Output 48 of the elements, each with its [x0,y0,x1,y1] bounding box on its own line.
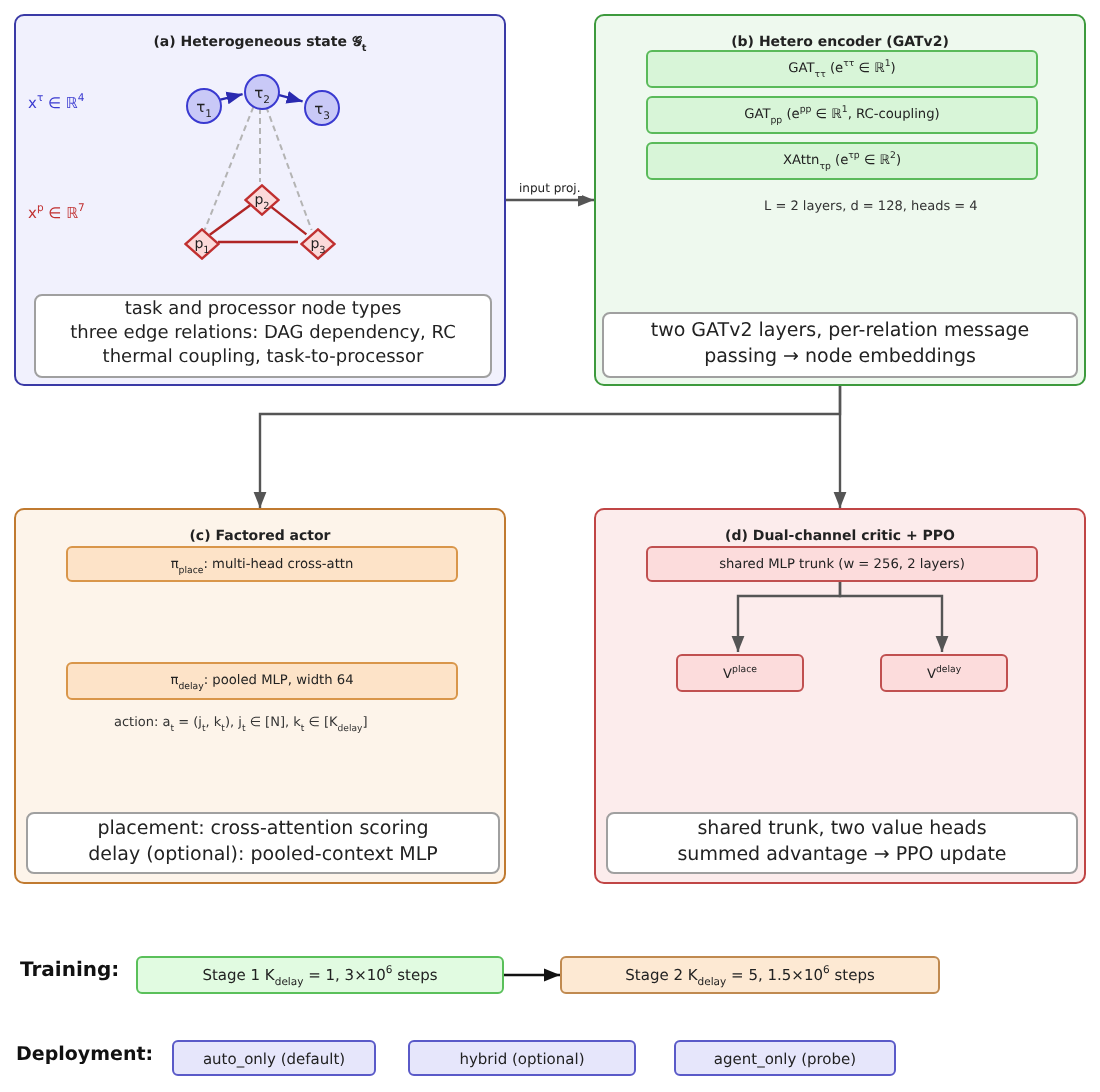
stage-box [136,956,504,994]
summary-text: summed advantage → PPO update [675,843,1009,868]
module-box [66,662,458,700]
row-label: Deployment: [16,1044,154,1066]
module-box [646,142,1038,180]
summary-text: task and processor node types [122,300,404,324]
connector-line [218,240,298,244]
panel [14,508,506,884]
summary-text: three edge relations: DAG dependency, RC thermal coupling, task-to-processor [68,324,458,372]
module-box [646,50,1038,88]
module-box [66,546,458,582]
connector-line [209,204,251,236]
summary-box [34,294,492,378]
module-box [646,96,1038,134]
panel [14,14,506,386]
summary-text: two GATv2 layers, per-relation message passing → node embeddings [648,320,1032,370]
module-box [880,654,1008,692]
arrow [504,968,560,982]
row-label: Training: [20,960,120,982]
summary-box [602,312,1078,378]
mode-box [172,1040,376,1076]
processor-node-diamond [244,184,280,216]
stage-box [560,956,940,994]
task-node-circle [244,74,280,110]
dashed-line [259,107,261,183]
arrow [833,386,847,508]
summary-box [26,812,500,874]
summary-box [606,812,1078,874]
panel [594,14,1086,386]
panel [594,508,1086,884]
connector-line [268,204,308,236]
summary-text: shared trunk, two value heads [695,818,989,843]
arrow [277,91,303,104]
arrow [506,193,594,207]
dashed-line [203,105,255,232]
dashed-line [265,105,313,231]
mode-box [674,1040,896,1076]
arrow [838,580,949,652]
task-node-circle [186,88,222,124]
task-node-circle [304,90,340,126]
summary-text: placement: cross-attention scoring [95,818,431,843]
mode-box [408,1040,636,1076]
processor-node-diamond [184,228,220,260]
module-box [676,654,804,692]
arrow [219,91,243,105]
processor-node-diamond [300,228,336,260]
summary-text: delay (optional): pooled-context MLP [86,843,440,868]
module-box [646,546,1038,582]
